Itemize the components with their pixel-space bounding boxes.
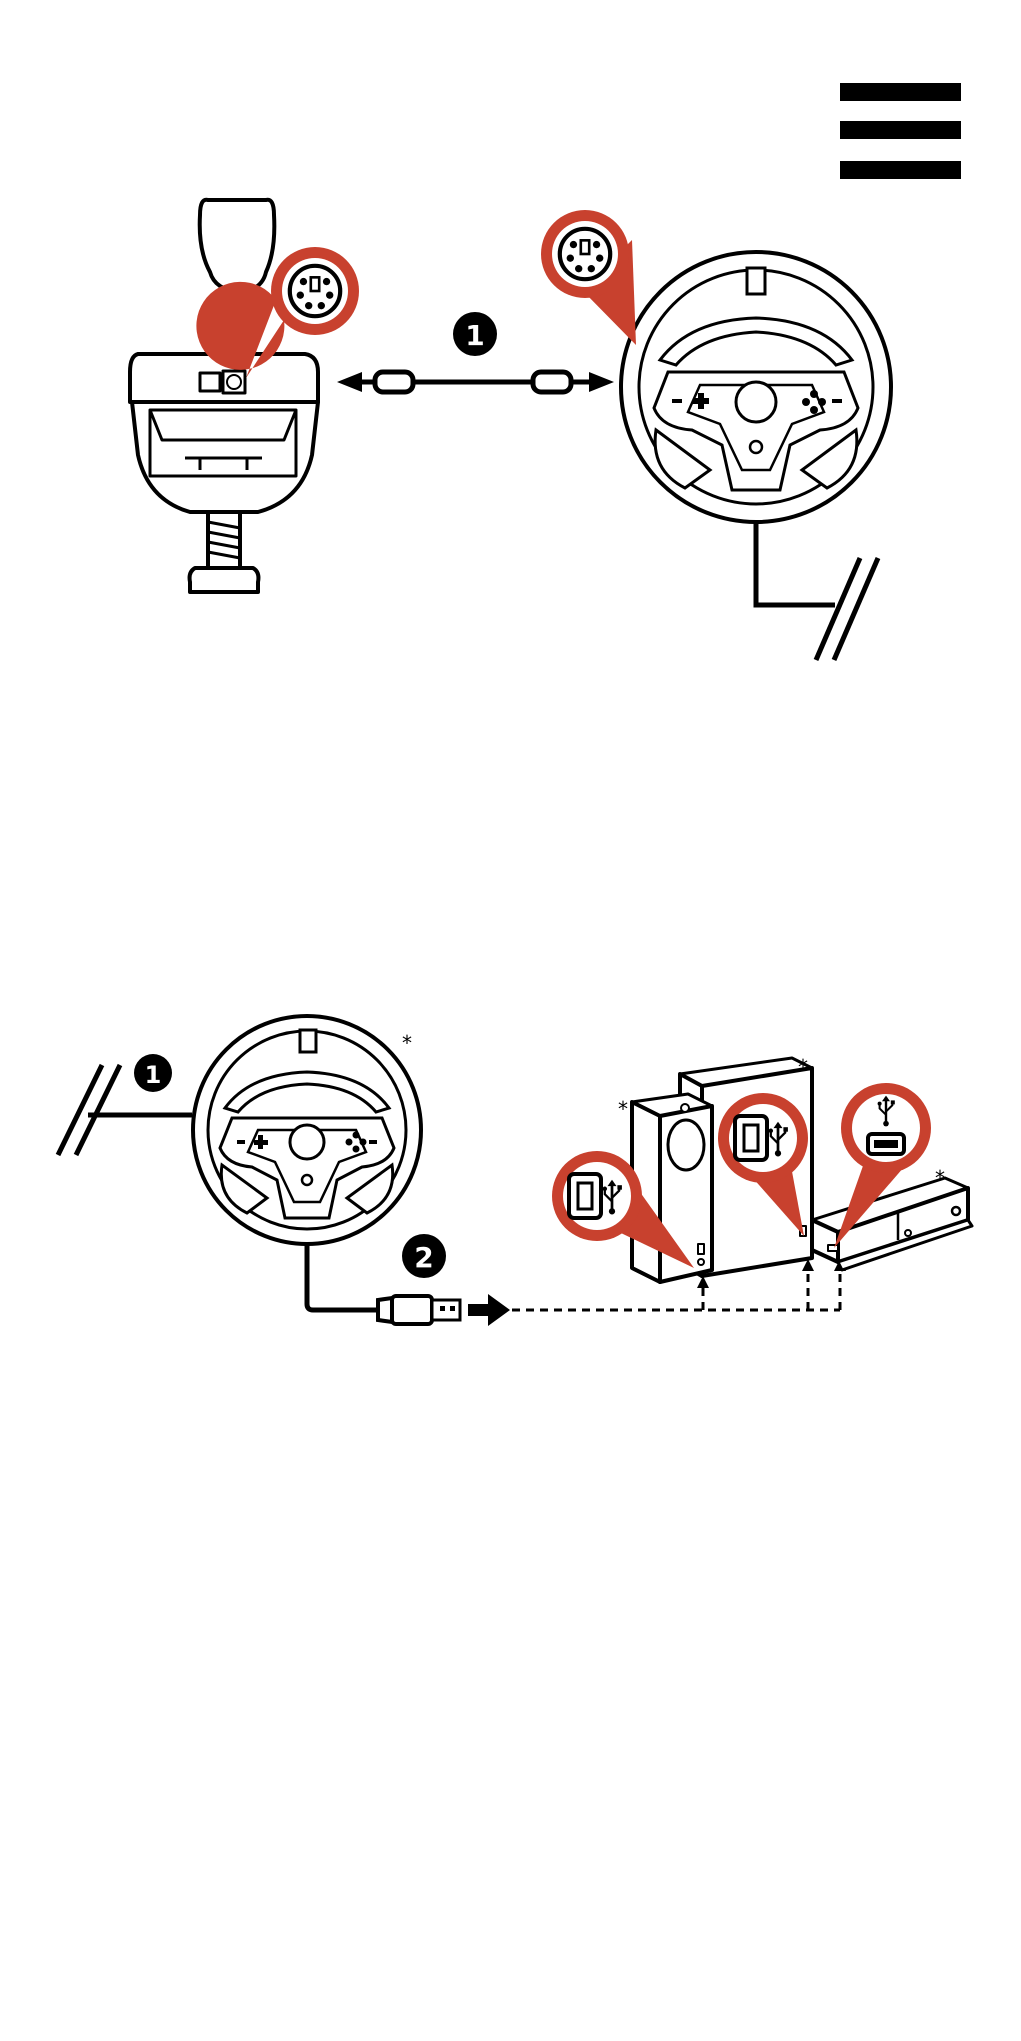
wheel-asterisk: *: [402, 1031, 412, 1055]
svg-text:1: 1: [145, 1061, 162, 1089]
step2-marker-1: 1: [134, 1054, 172, 1092]
usb-port-icon: [868, 1134, 904, 1154]
xbox-one-asterisk: *: [935, 1166, 945, 1190]
racing-wheel-icon: [58, 1016, 421, 1244]
usb-port-icon: [735, 1116, 767, 1160]
step2-marker-2: 2: [402, 1234, 446, 1278]
xbox-series-s-asterisk: *: [618, 1097, 628, 1121]
svg-text:2: 2: [414, 1241, 433, 1274]
step2-diagram: * 1 2 *: [0, 0, 1021, 1400]
usb-port-icon: [569, 1174, 601, 1218]
xbox-series-x-asterisk: *: [798, 1055, 808, 1079]
xbox-one-icon: [812, 1178, 972, 1270]
